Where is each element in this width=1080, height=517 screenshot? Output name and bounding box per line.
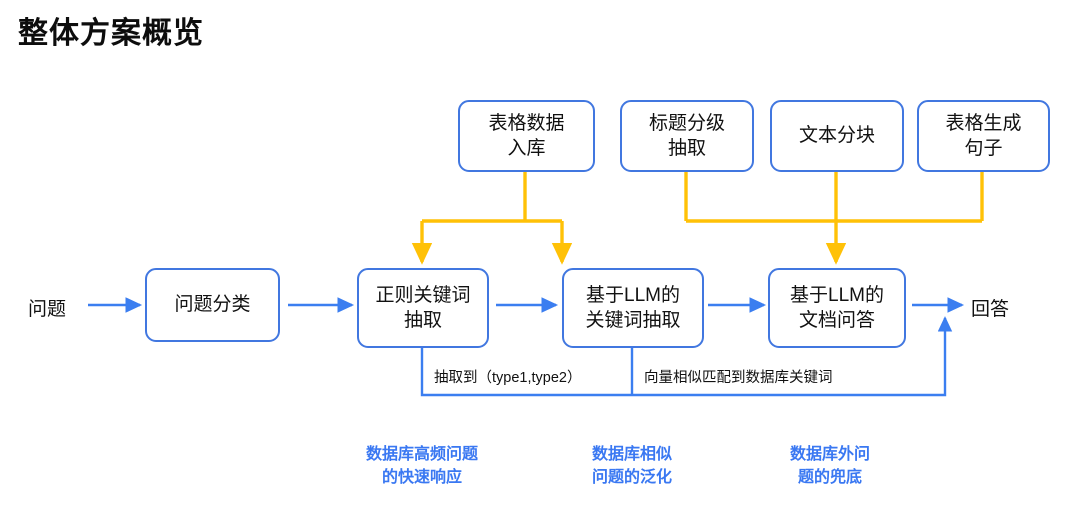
note-out-of-db-fallback: 数据库外问 题的兜底	[750, 443, 910, 489]
node-label-line2: 入库	[507, 138, 546, 159]
orange-connectors	[411, 172, 984, 265]
node-label-line1: 基于LLM的	[586, 284, 680, 306]
node-table-data-ingest[interactable]: 表格数据 入库	[458, 100, 595, 172]
note-line1: 数据库相似	[591, 446, 672, 463]
note-line2: 问题的泛化	[591, 469, 672, 487]
note-fast-response: 数据库高频问题 的快速响应	[322, 443, 522, 489]
note-line2: 的快速响应	[381, 469, 462, 487]
node-text-chunking[interactable]: 文本分块	[770, 100, 904, 172]
note-line1: 数据库外问	[789, 446, 870, 463]
node-label-line2: 抽取	[403, 310, 442, 331]
node-question-classify[interactable]: 问题分类	[145, 268, 280, 342]
node-label-line1: 表格数据	[488, 112, 565, 134]
node-llm-keyword-extract[interactable]: 基于LLM的 关键词抽取	[562, 268, 704, 348]
note-line1: 数据库高频问题	[365, 446, 478, 463]
node-heading-level-extract[interactable]: 标题分级 抽取	[620, 100, 754, 172]
pipeline-input-label: 问题	[28, 299, 67, 320]
page-title: 整体方案概览	[18, 17, 204, 50]
node-label-line2: 抽取	[667, 138, 706, 159]
node-label-line1: 正则关键词	[375, 284, 471, 306]
pipeline-output-label: 回答	[971, 299, 1010, 320]
node-label-line2: 文档问答	[798, 310, 875, 331]
node-label-line1: 表格生成	[945, 112, 1022, 134]
node-table-to-sentence[interactable]: 表格生成 句子	[917, 100, 1050, 172]
node-label-line1: 标题分级	[648, 112, 725, 134]
node-label-line2: 关键词抽取	[585, 310, 681, 331]
node-label-line2: 句子	[964, 138, 1003, 159]
node-regex-keyword-extract[interactable]: 正则关键词 抽取	[357, 268, 489, 348]
edge-label-vector-match: 向量相似匹配到数据库关键词	[639, 366, 838, 387]
note-similar-generalize: 数据库相似 问题的泛化	[552, 443, 712, 489]
edge-label-regex-result: 抽取到（type1,type2）	[429, 366, 587, 387]
note-line2: 题的兜底	[797, 469, 862, 487]
node-label-line1: 文本分块	[798, 125, 875, 147]
node-llm-doc-qa[interactable]: 基于LLM的 文档问答	[768, 268, 906, 348]
node-label-line1: 问题分类	[174, 294, 251, 316]
node-label-line1: 基于LLM的	[790, 284, 884, 306]
